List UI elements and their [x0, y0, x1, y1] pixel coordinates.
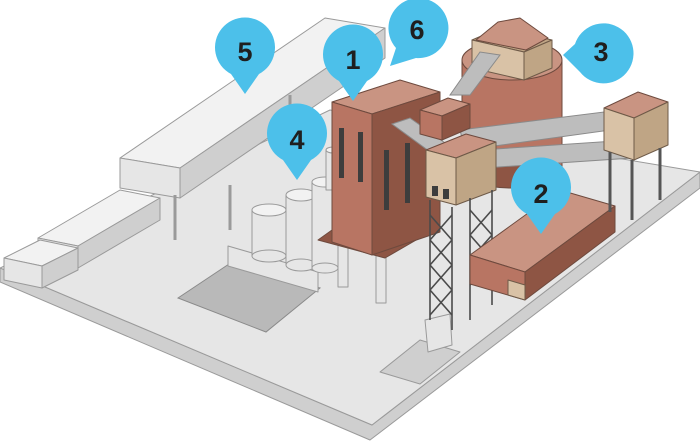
- marker-pin-4: [266, 103, 328, 180]
- marker-4-label: 4: [289, 125, 304, 155]
- marker-2[interactable]: 2: [511, 157, 572, 234]
- right-transfer-house: [603, 91, 669, 220]
- marker-pin-5: [215, 17, 275, 94]
- silos: [251, 146, 341, 274]
- marker-4[interactable]: 4: [266, 103, 328, 180]
- marker-pin-3: [563, 23, 634, 84]
- transfer-house: [419, 97, 471, 141]
- marker-pin-1: [322, 24, 383, 101]
- marker-6[interactable]: 6: [388, 0, 449, 66]
- marker-1[interactable]: 1: [322, 24, 383, 101]
- marker-3-label: 3: [593, 37, 608, 67]
- marker-pin-2: [511, 157, 572, 234]
- marker-5-label: 5: [237, 37, 252, 67]
- receiving-pit: [176, 245, 461, 385]
- marker-1-label: 1: [345, 45, 360, 75]
- marker-pin-6: [388, 0, 449, 66]
- marker-5[interactable]: 5: [215, 17, 275, 94]
- marker-2-label: 2: [533, 179, 548, 209]
- marker-3[interactable]: 3: [563, 23, 634, 84]
- marker-6-label: 6: [409, 15, 424, 45]
